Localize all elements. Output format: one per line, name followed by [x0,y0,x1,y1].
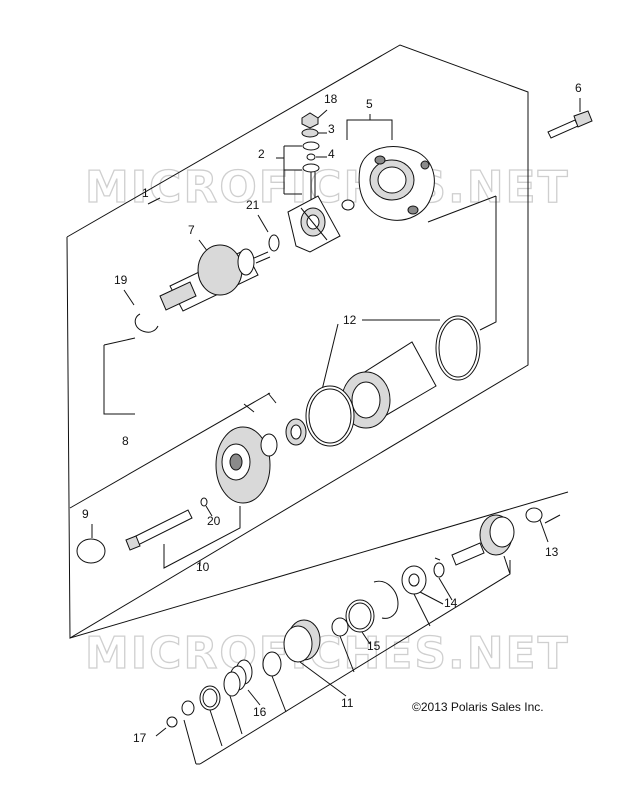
callout-3: 3 [328,122,335,136]
callout-16: 16 [253,705,267,719]
watermark-bottom: MICROFICHES.NET [85,628,570,679]
washer-21 [257,214,280,252]
pinion-13 [451,507,561,566]
copyright-text: ©2013 Polaris Sales Inc. [412,700,544,714]
end-housing-5 [341,114,435,221]
callout-12: 12 [343,313,357,327]
clip-19 [123,289,159,333]
callout-17: 17 [133,731,147,745]
callout-18: 18 [324,92,338,106]
brush-plate [287,195,341,253]
washers-14 [401,557,453,605]
bracket-12-group [103,195,497,415]
nut-washer-stack [276,109,328,200]
callout-7: 7 [188,223,195,237]
callout-9: 9 [82,507,89,521]
drive-housing-8 [69,392,307,509]
callout-4: 4 [328,147,335,161]
washer-17 [155,716,178,737]
bracket-lower [69,491,569,765]
callout-19: 19 [114,273,128,287]
callout-14: 14 [444,596,458,610]
bolt-6 [547,98,593,139]
callout-15: 15 [367,639,381,653]
callout-11: 11 [341,696,354,710]
callout-10: 10 [196,560,210,574]
callout-2: 2 [258,147,265,161]
seal-9 [76,524,106,564]
callout-5: 5 [366,97,373,111]
callout-8: 8 [122,434,129,448]
callout-6: 6 [575,81,582,95]
through-bolt-10 [125,497,241,569]
clutch-15 [331,580,399,645]
armature-7 [159,239,271,312]
watermark-top: MICROFICHES.NET [85,162,570,213]
callout-20: 20 [207,514,221,528]
assembly-outline [66,44,529,639]
callout-21: 21 [246,198,260,212]
clutch-gear-11 [262,619,347,697]
callout-13: 13 [545,545,559,559]
callout-1: 1 [142,186,149,200]
field-housing-12 [305,315,481,447]
